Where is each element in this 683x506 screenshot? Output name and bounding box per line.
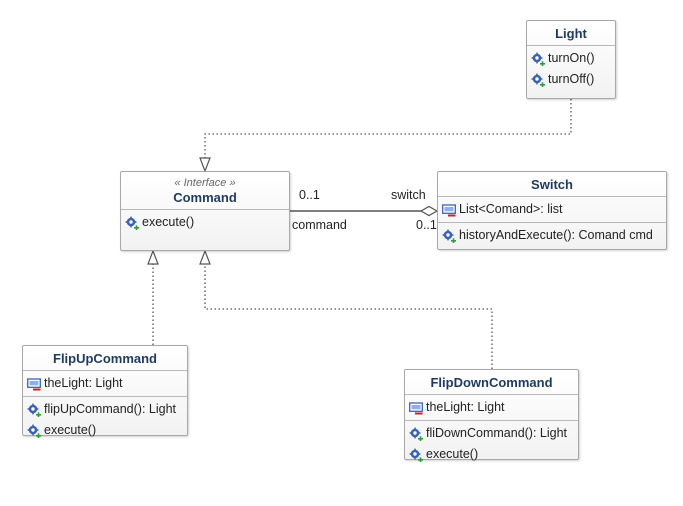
public-operation-icon [27, 424, 41, 438]
public-operation-icon [531, 73, 545, 87]
private-attribute-icon [27, 377, 41, 390]
public-operation-icon [442, 229, 456, 243]
operation-label: execute() [142, 215, 195, 229]
operation-turn-on[interactable]: turnOn() [531, 48, 611, 69]
class-flip-up-header: FlipUpCommand [23, 346, 187, 370]
class-command-header: « Interface » Command [121, 172, 289, 209]
realization-arrowhead-command-top [199, 157, 211, 173]
private-attribute-icon [409, 401, 423, 414]
class-command-operations: execute() [121, 209, 289, 235]
public-operation-icon [409, 427, 423, 441]
attribute-label: theLight: Light [44, 376, 123, 390]
switch-end-role: switch [391, 188, 426, 202]
public-operation-icon [125, 216, 139, 230]
class-command[interactable]: « Interface » Command execute() [120, 171, 290, 251]
class-light-name: Light [555, 26, 587, 41]
class-flip-down-header: FlipDownCommand [405, 370, 578, 394]
class-light[interactable]: Light turnOn() turnOff() [526, 20, 616, 99]
class-flip-down-operations: fliDownCommand(): Light execute() [405, 420, 578, 467]
class-flip-up-attributes: theLight: Light [23, 370, 187, 396]
public-operation-icon [409, 448, 423, 462]
public-operation-icon [531, 52, 545, 66]
realization-flipdown-command [204, 264, 493, 369]
operation-execute[interactable]: execute() [409, 444, 574, 465]
class-switch[interactable]: Switch List<Comand>: list hist [437, 171, 667, 250]
realization-arrowhead-flipup [147, 249, 159, 265]
operation-execute[interactable]: execute() [125, 212, 285, 233]
operation-turn-off[interactable]: turnOff() [531, 69, 611, 90]
attribute-the-light[interactable]: theLight: Light [27, 373, 183, 394]
operation-label: execute() [44, 423, 97, 437]
command-end-multiplicity: 0..1 [299, 188, 320, 202]
operation-fli-down-command[interactable]: fliDownCommand(): Light [409, 423, 574, 444]
attribute-the-light[interactable]: theLight: Light [409, 397, 574, 418]
attribute-list[interactable]: List<Comand>: list [442, 199, 662, 220]
class-switch-operations: historyAndExecute(): Comand cmd [438, 222, 666, 248]
class-flip-down-command[interactable]: FlipDownCommand theLight: Light [404, 369, 579, 462]
operation-label: turnOff() [548, 72, 595, 86]
switch-end-multiplicity: 0..1 [416, 218, 437, 232]
private-attribute-icon [442, 203, 456, 216]
operation-label: flipUpCommand(): Light [44, 402, 176, 416]
class-flip-down-name: FlipDownCommand [430, 375, 553, 390]
class-switch-name: Switch [531, 177, 573, 192]
operation-label: execute() [426, 447, 479, 461]
aggregation-diamond [419, 205, 439, 217]
class-light-operations: turnOn() turnOff() [527, 45, 615, 92]
class-switch-header: Switch [438, 172, 666, 196]
operation-flip-up-command[interactable]: flipUpCommand(): Light [27, 399, 183, 420]
class-flip-down-attributes: theLight: Light [405, 394, 578, 420]
public-operation-icon [27, 403, 41, 417]
operation-execute[interactable]: execute() [27, 420, 183, 441]
attribute-label: List<Comand>: list [459, 202, 563, 216]
operation-history-and-execute[interactable]: historyAndExecute(): Comand cmd [442, 225, 662, 246]
class-switch-attributes: List<Comand>: list [438, 196, 666, 222]
operation-label: fliDownCommand(): Light [426, 426, 568, 440]
class-command-stereotype: « Interface » [174, 177, 236, 189]
realization-arrowhead-flipdown [199, 249, 211, 265]
class-flip-up-name: FlipUpCommand [53, 351, 157, 366]
attribute-label: theLight: Light [426, 400, 505, 414]
class-flip-up-operations: flipUpCommand(): Light execute() [23, 396, 187, 443]
realization-light-command [204, 99, 572, 158]
command-end-role: command [292, 218, 347, 232]
operation-label: historyAndExecute(): Comand cmd [459, 228, 653, 242]
class-flip-up-command[interactable]: FlipUpCommand theLight: Light [22, 345, 188, 438]
operation-label: turnOn() [548, 51, 595, 65]
class-light-header: Light [527, 21, 615, 45]
class-command-name: Command [173, 190, 237, 205]
